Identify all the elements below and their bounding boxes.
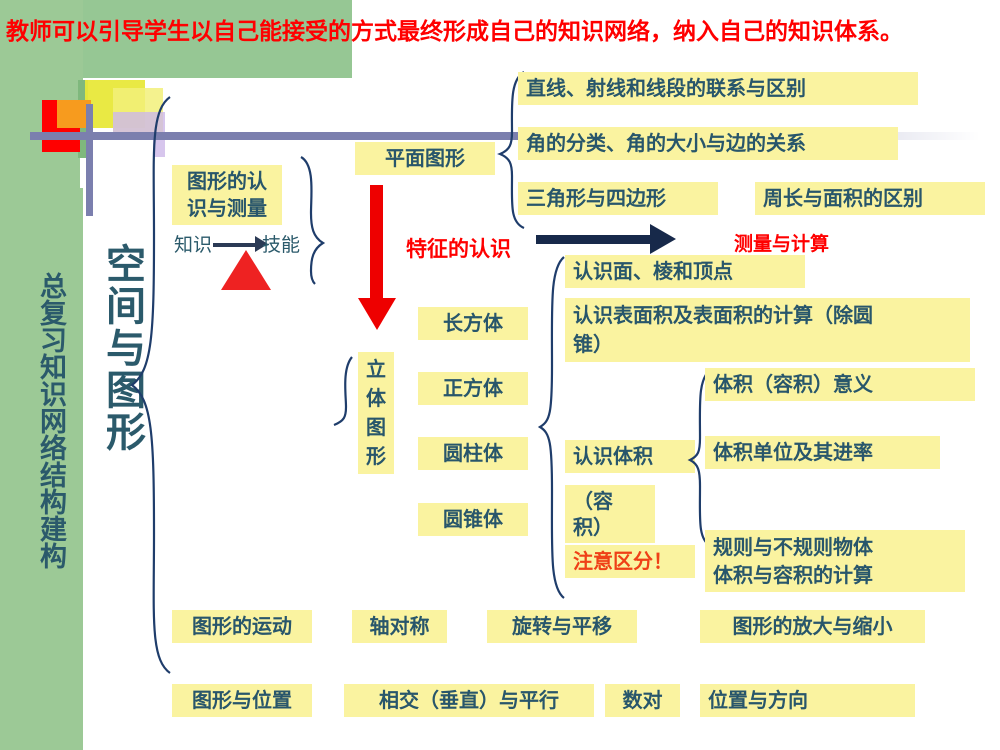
box-recognition-measure: 图形的认 识与测量 bbox=[172, 165, 282, 225]
decor-horizontal-bar bbox=[30, 132, 690, 140]
box-capacity: （容 积） bbox=[565, 485, 655, 543]
box-solid-figures: 立 体 图 形 bbox=[358, 352, 394, 474]
box-figure-motion: 图形的运动 bbox=[172, 610, 312, 643]
label-skill: 技能 bbox=[262, 234, 301, 256]
box-triangle-quadrilateral: 三角形与四边形 bbox=[518, 182, 718, 215]
box-recognize-volume: 认识体积 bbox=[565, 440, 695, 473]
decor-orange-square bbox=[57, 100, 91, 128]
knowledge-arrow-head bbox=[255, 236, 268, 252]
brace-solid-details bbox=[537, 256, 565, 599]
box-figure-position: 图形与位置 bbox=[172, 684, 312, 717]
box-volume-units: 体积单位及其进率 bbox=[705, 436, 940, 469]
label-measure-calculate: 测量与计算 bbox=[734, 233, 830, 255]
box-position-direction: 位置与方向 bbox=[700, 684, 915, 717]
red-triangle-marker bbox=[221, 250, 271, 290]
brace-plane-figures bbox=[497, 71, 525, 230]
decor-white-square bbox=[93, 140, 153, 190]
knowledge-arrow-shaft bbox=[213, 243, 257, 247]
red-arrow-head bbox=[358, 298, 396, 330]
box-number-pair: 数对 bbox=[605, 684, 680, 717]
box-line-ray-segment: 直线、射线和线段的联系与区别 bbox=[518, 72, 918, 105]
box-angle-classification: 角的分类、角的大小与边的关系 bbox=[518, 127, 898, 160]
box-perimeter-area: 周长与面积的区别 bbox=[755, 182, 985, 215]
sidebar-vertical-title: 总复习知识网络结构建构 bbox=[35, 271, 66, 569]
slide-title: 教师可以引导学生以自己能接受的方式最终形成自己的知识网络，纳入自己的知识体系。 bbox=[6, 19, 903, 45]
box-attention-distinguish: 注意区分！ bbox=[565, 545, 695, 578]
box-cuboid: 长方体 bbox=[418, 307, 528, 340]
feature-arrow-shaft bbox=[536, 235, 656, 244]
brace-main-left bbox=[130, 96, 171, 674]
box-face-edge-vertex: 认识面、棱和顶点 bbox=[565, 255, 805, 288]
box-cone: 圆锥体 bbox=[418, 503, 528, 536]
main-vertical-title: 空间与图形 bbox=[99, 243, 145, 453]
box-volume-meaning: 体积（容积）意义 bbox=[705, 368, 975, 401]
box-enlarge-reduce: 图形的放大与缩小 bbox=[700, 610, 925, 643]
box-axial-symmetry: 轴对称 bbox=[352, 610, 447, 643]
feature-arrow-head bbox=[650, 224, 676, 254]
box-plane-figures: 平面图形 bbox=[355, 142, 495, 175]
brace-volume-group bbox=[687, 369, 711, 547]
brace-recognition bbox=[300, 156, 326, 285]
decor-vertical-bar bbox=[86, 104, 93, 216]
box-rotate-translate: 旋转与平移 bbox=[487, 610, 637, 643]
label-knowledge: 知识 bbox=[174, 234, 213, 256]
red-arrow-shaft bbox=[370, 185, 383, 303]
box-intersect-parallel: 相交（垂直）与平行 bbox=[344, 684, 594, 717]
label-feature-recognition: 特征的认识 bbox=[406, 237, 511, 261]
box-cylinder: 圆柱体 bbox=[418, 437, 528, 470]
box-cube: 正方体 bbox=[418, 372, 528, 405]
brace-solid-figures bbox=[333, 356, 353, 427]
box-regular-irregular-volume: 规则与不规则物体 体积与容积的计算 bbox=[705, 530, 965, 592]
box-surface-area: 认识表面积及表面积的计算（除圆 锥） bbox=[565, 298, 970, 362]
